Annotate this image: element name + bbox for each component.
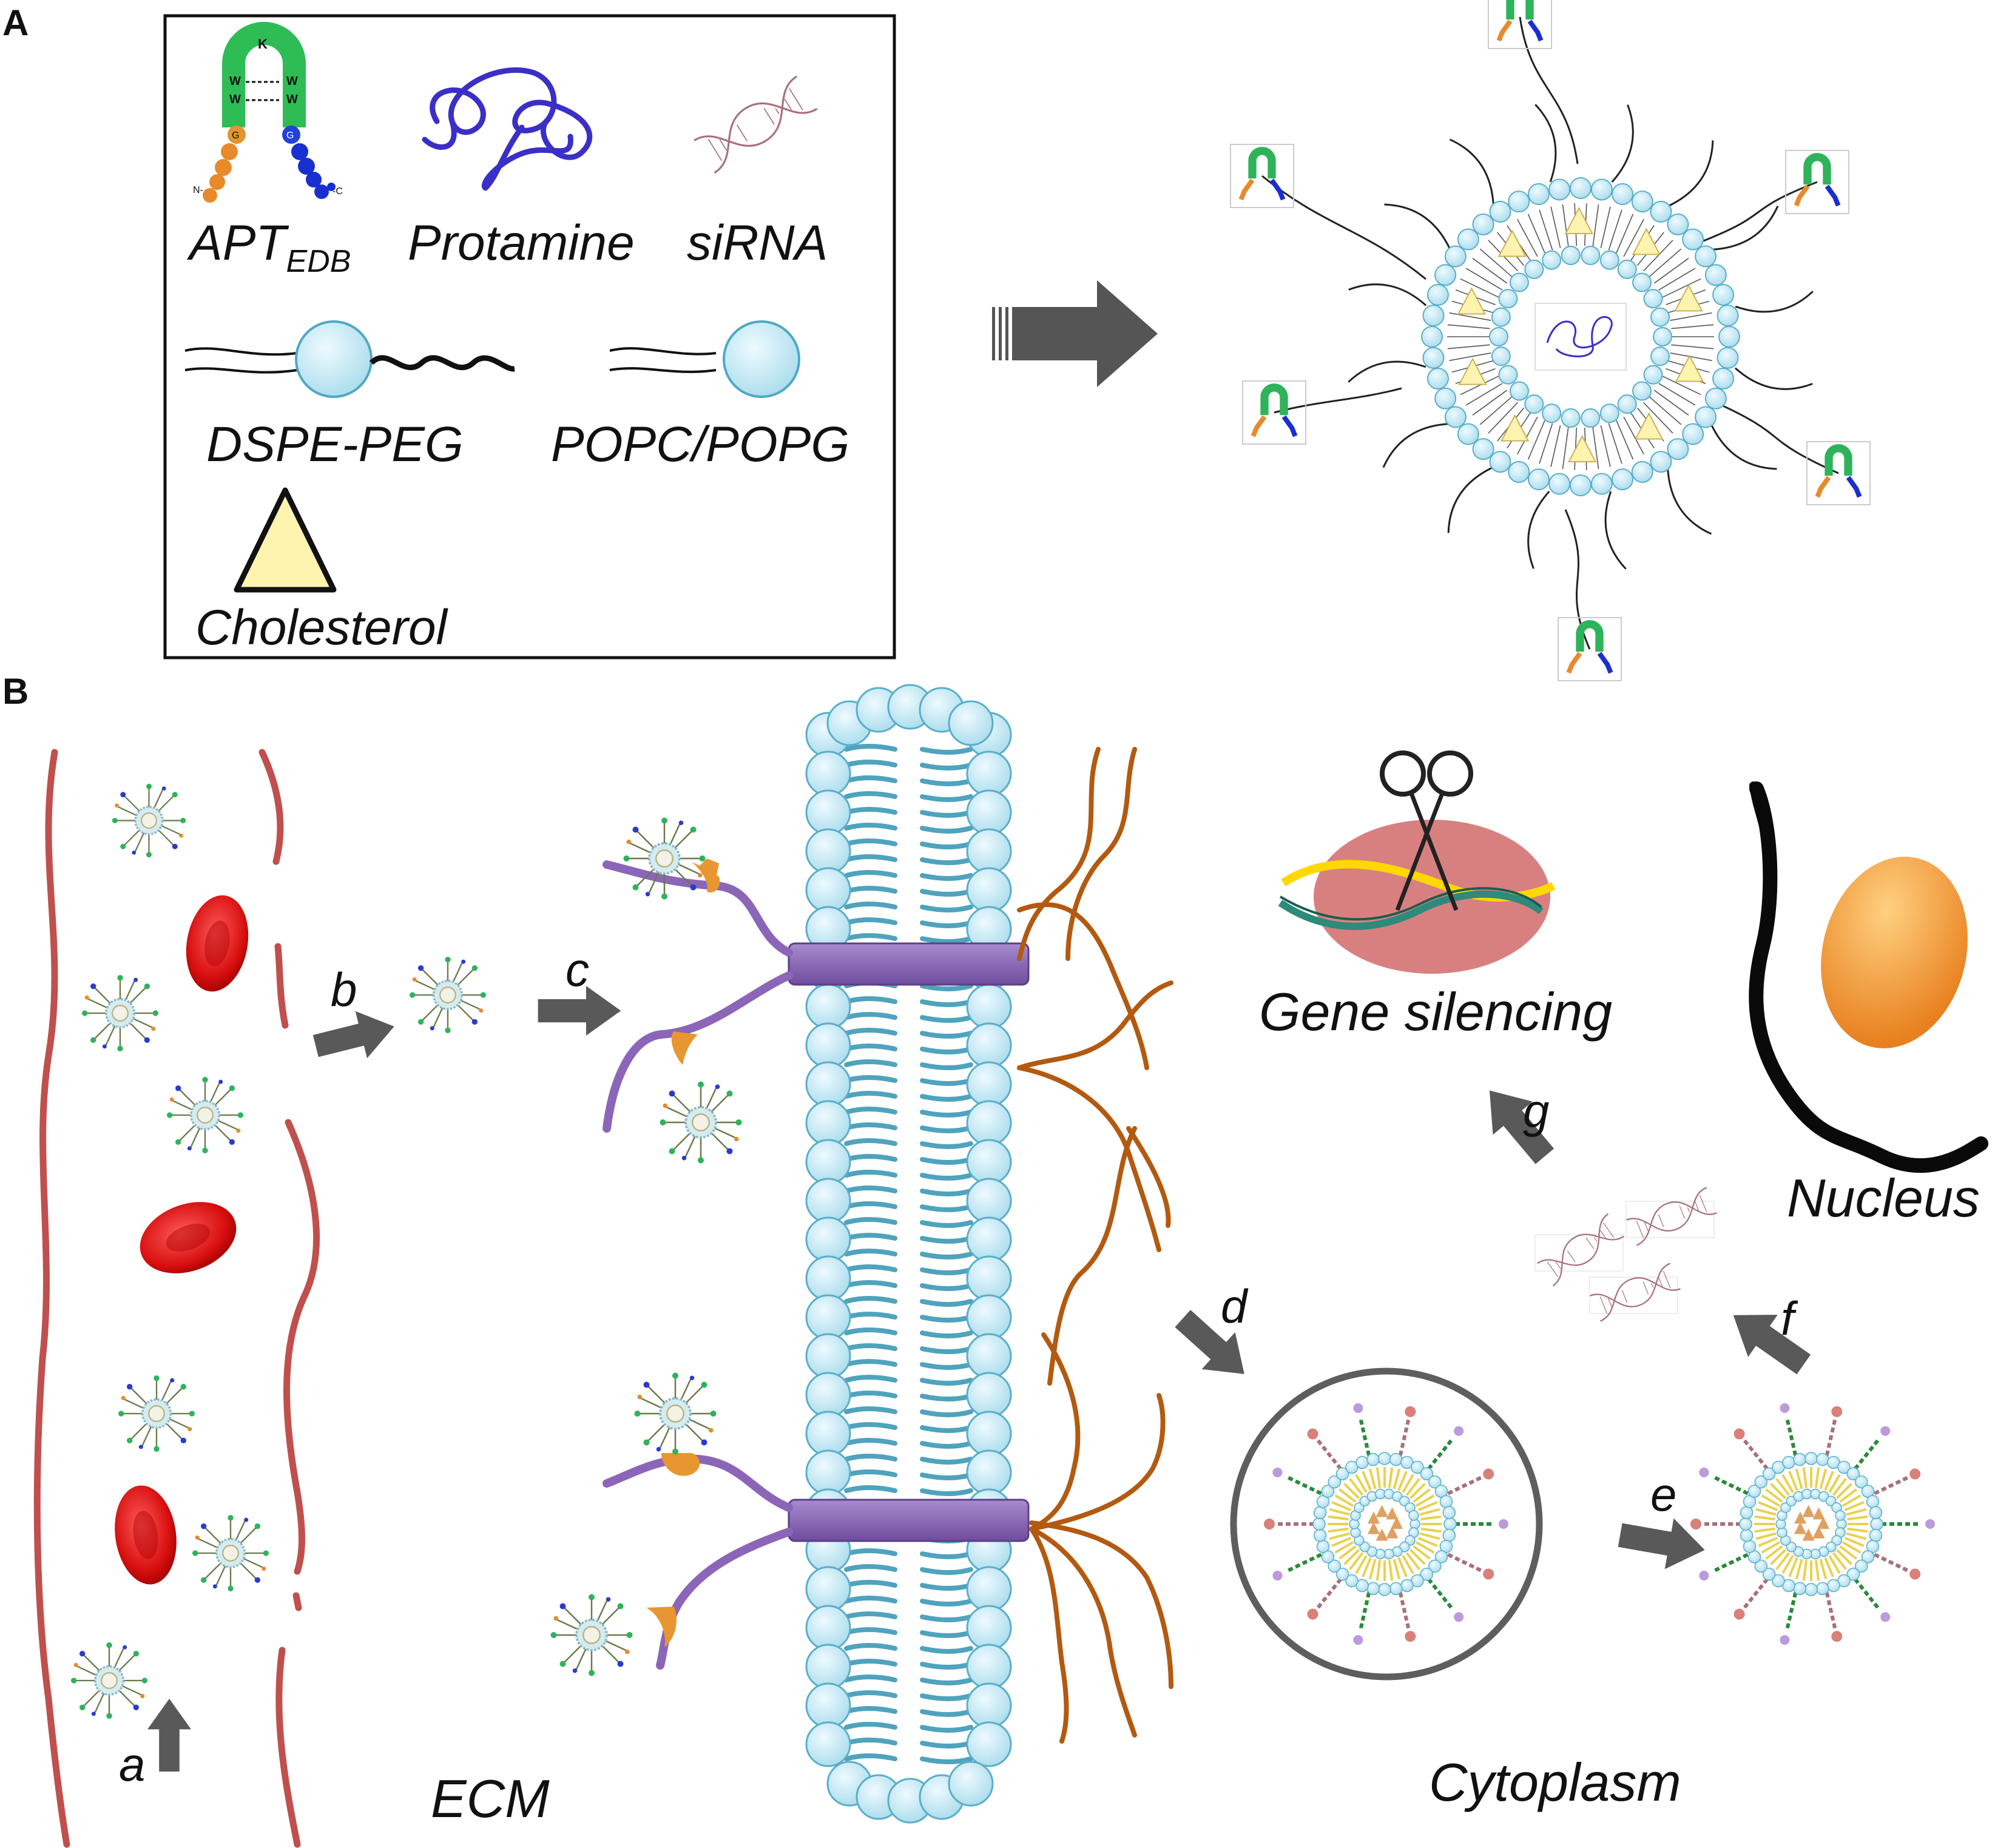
apt-edb-hairpin-icon: K W W W W G G N- -C xyxy=(193,22,343,203)
ecm-label: ECM xyxy=(431,1769,550,1829)
sirna-helix-icon xyxy=(693,75,819,174)
panel-label-a: A xyxy=(2,2,29,43)
transmembrane-receptor-bottom xyxy=(549,1371,1030,1678)
step-label-g: g xyxy=(1523,1084,1549,1138)
panel-label-b: B xyxy=(2,671,29,712)
svg-text:G: G xyxy=(286,130,294,141)
dspe-peg-icon xyxy=(184,320,515,398)
gene-silencing-label: Gene silencing xyxy=(1259,982,1612,1042)
dspe-peg-label: DSPE-PEG xyxy=(206,417,464,472)
legend-box xyxy=(163,14,896,659)
svg-text:W: W xyxy=(229,75,241,88)
protamine-icon xyxy=(422,67,593,191)
step-label-c: c xyxy=(565,943,589,996)
protamine-label: Protamine xyxy=(408,215,635,271)
cytoplasm-label: Cytoplasm xyxy=(1429,1752,1681,1812)
step-label-d: d xyxy=(1221,1280,1249,1333)
cell-membrane-bilayer xyxy=(805,684,1012,1824)
svg-text:K: K xyxy=(258,36,268,52)
svg-text:-C: -C xyxy=(333,186,343,197)
step-label-b: b xyxy=(331,963,357,1016)
nanoparticles-circulating xyxy=(70,783,487,1720)
svg-text:W: W xyxy=(286,93,298,106)
nucleus-icon xyxy=(1749,781,1988,1173)
svg-text:N-: N- xyxy=(193,185,203,195)
targeted-liposome-icon xyxy=(1230,0,1871,681)
sirna-label: siRNA xyxy=(687,215,828,271)
endosomal-nanoparticle-icon xyxy=(1264,1403,1508,1645)
gene-silencing-icon xyxy=(1278,750,1556,974)
endosome-circle xyxy=(1230,1367,1543,1681)
apt-edb-label: APTEDB xyxy=(186,215,351,279)
svg-text:W: W xyxy=(286,75,298,88)
cytoskeleton-fibers xyxy=(1017,747,1173,1744)
cholesterol-label: Cholesterol xyxy=(195,600,449,655)
popc-popg-icon xyxy=(609,320,800,398)
assembly-arrow-icon xyxy=(992,280,1158,387)
step-arrow-a xyxy=(147,1699,191,1772)
released-nanoparticle-icon xyxy=(1690,1403,1935,1645)
cholesterol-triangle-icon xyxy=(234,487,337,593)
blood-vessel-wall xyxy=(33,749,320,1848)
svg-text:G: G xyxy=(232,130,239,141)
popc-popg-label: POPC/POPG xyxy=(551,417,849,472)
step-label-f: f xyxy=(1781,1292,1798,1345)
red-blood-cells xyxy=(115,895,249,1585)
svg-text:W: W xyxy=(229,93,241,106)
step-arrow-f xyxy=(1718,1293,1819,1386)
transmembrane-receptor-top xyxy=(603,816,1030,1165)
nucleus-label: Nucleus xyxy=(1787,1168,1980,1228)
step-label-e: e xyxy=(1650,1468,1676,1521)
step-label-a: a xyxy=(119,1738,145,1791)
step-arrow-g xyxy=(1470,1074,1565,1173)
released-sirna-icons xyxy=(1534,1187,1718,1322)
